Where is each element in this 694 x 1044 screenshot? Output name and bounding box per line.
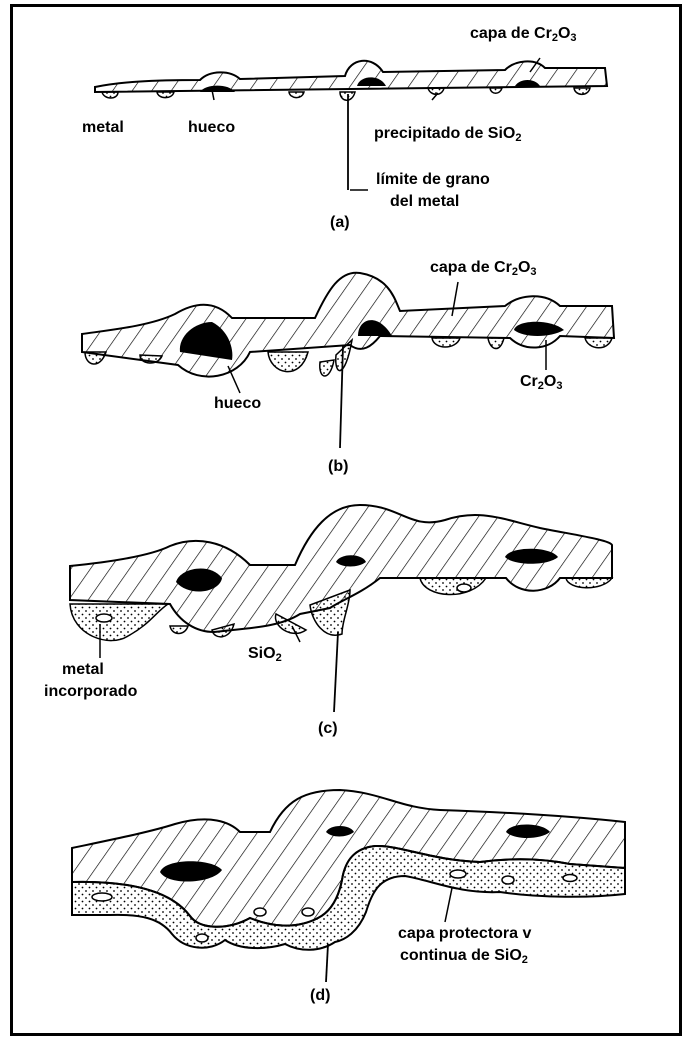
panel-a-hueco-label: hueco	[188, 120, 235, 136]
panel-b-precip-6	[432, 338, 460, 347]
panel-c-metal-label-1: metal	[62, 662, 104, 678]
panel-b-capa-label: capa de Cr2O3	[430, 260, 537, 278]
panel-a-limite-label-2: del metal	[390, 194, 459, 210]
panel-d-letter: (d)	[310, 988, 330, 1004]
panel-c	[70, 505, 612, 712]
panel-a-limite-label-1: límite de grano	[376, 172, 490, 188]
panel-d-capa-label-1: capa protectora v	[398, 926, 531, 942]
panel-a-metal-label: metal	[82, 120, 124, 136]
panel-a	[95, 58, 607, 190]
panel-c-metal-incorp	[70, 604, 168, 641]
panel-c-letter: (c)	[318, 721, 338, 737]
panel-a-precip-1	[102, 92, 118, 98]
panel-a-oxide-layer	[95, 61, 607, 92]
panel-c-precip-6	[566, 578, 612, 588]
panel-a-precip-3	[289, 92, 304, 98]
panel-b-precip-1	[85, 352, 106, 364]
panel-d-capa-label-2: continua de SiO2	[400, 948, 528, 966]
panel-c-sio2-label: SiO2	[248, 646, 282, 664]
panel-c-precip-1	[170, 626, 188, 634]
panel-b-precip-7	[488, 338, 504, 349]
panel-b	[82, 273, 614, 448]
panel-d	[72, 790, 625, 982]
panel-b-precip-8	[585, 338, 612, 348]
panel-a-precip-label: precipitado de SiO2	[374, 126, 521, 144]
panel-b-letter: (b)	[328, 459, 348, 475]
panel-b-precip-3	[268, 352, 308, 372]
panel-c-precip-5	[420, 578, 486, 595]
panel-a-precip-6	[490, 88, 502, 93]
panel-a-letter: (a)	[330, 215, 350, 231]
panel-b-hueco-label: hueco	[214, 396, 261, 412]
panel-c-metal-inclusion	[96, 614, 112, 622]
panel-a-capa-label: capa de Cr2O3	[470, 26, 577, 44]
panel-b-cr2o3-label: Cr2O3	[520, 374, 562, 392]
panel-a-precip-7	[574, 88, 590, 94]
panel-b-precip-4	[320, 360, 334, 376]
panel-c-metal-label-2: incorporado	[44, 684, 137, 700]
panel-a-precip-5	[428, 88, 444, 94]
panel-a-precip-2	[157, 92, 174, 98]
